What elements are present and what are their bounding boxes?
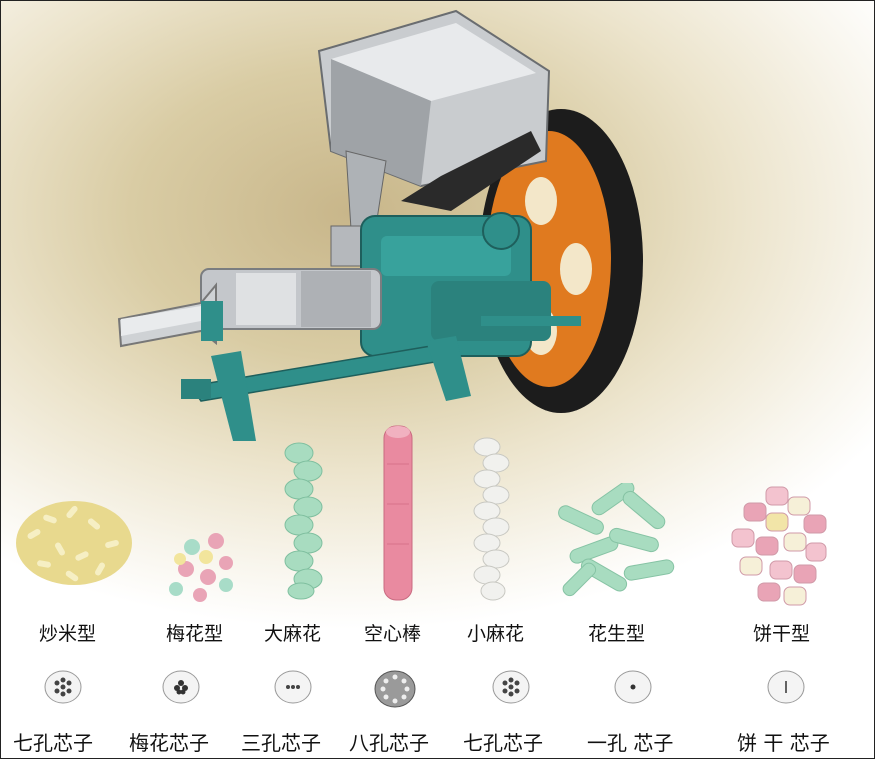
die-label-three-hole: 三孔芯子 xyxy=(241,731,321,755)
product-label-peanut: 花生型 xyxy=(588,623,646,645)
peanut-sample xyxy=(558,483,675,597)
big-twist-sample xyxy=(284,442,323,600)
die-label-seven-hole-2: 七孔芯子 xyxy=(463,731,543,755)
die-label-one-hole: 一孔 芯子 xyxy=(587,731,674,755)
die-biscuit-icon xyxy=(767,670,805,704)
product-label-small-twist: 小麻花 xyxy=(467,623,525,645)
die-eight-hole-icon xyxy=(374,670,416,708)
product-label-rice-puff: 炒米型 xyxy=(39,623,97,645)
hollow-stick-sample xyxy=(383,425,413,601)
product-label-biscuit: 饼干型 xyxy=(753,623,811,645)
plum-blossom-sample xyxy=(169,533,233,602)
extruder-machine-image xyxy=(117,9,643,441)
die-seven-hole-icon-2 xyxy=(492,670,530,704)
product-label-plum-blossom: 梅花型 xyxy=(166,623,224,645)
die-label-eight-hole: 八孔芯子 xyxy=(349,731,429,755)
die-one-hole-icon xyxy=(614,670,652,704)
small-twist-sample xyxy=(473,437,510,601)
die-label-seven-hole: 七孔芯子 xyxy=(13,731,93,755)
die-three-hole-icon xyxy=(274,670,312,704)
die-seven-hole-icon xyxy=(44,670,82,704)
rice-puff-sample xyxy=(16,501,132,585)
product-label-hollow-stick: 空心棒 xyxy=(364,623,422,645)
die-plum-blossom-icon xyxy=(162,670,200,704)
biscuit-sample xyxy=(731,486,827,606)
die-label-plum-blossom: 梅花芯子 xyxy=(129,731,209,755)
die-label-biscuit: 饼 干 芯子 xyxy=(737,731,830,755)
product-label-big-twist: 大麻花 xyxy=(264,623,322,645)
